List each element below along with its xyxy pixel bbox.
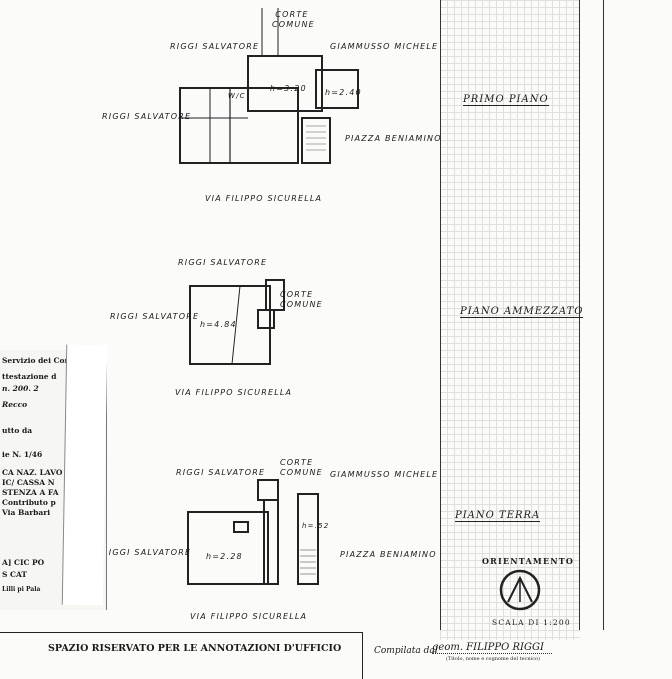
doc-line: IC/ CASSA N	[2, 478, 55, 487]
technician-name: geom. FILIPPO RIGGI	[432, 642, 552, 654]
doc-line: Via Barbari	[2, 508, 51, 517]
doc-line: S CAT	[2, 570, 27, 579]
label-riggi-bot-left: RIGGI SALVATORE	[102, 548, 192, 557]
floor-title-primo: PRIMO PIANO	[463, 94, 549, 106]
label-via2: VIA FILIPPO SICURELLA	[175, 388, 293, 397]
plan-piano-terra	[187, 479, 319, 585]
label-riggi-top: RIGGI SALVATORE	[170, 42, 260, 51]
label-piazza2: PIAZZA BENIAMINO	[340, 550, 437, 559]
doc-line: Lilli pi Pala	[2, 586, 41, 593]
label-riggi-left1: RIGGI SALVATORE	[102, 112, 192, 121]
label-piazza1: PIAZZA BENIAMINO	[345, 134, 442, 143]
scale-label: SCALA DI 1:200	[492, 618, 571, 627]
doc-line: utto da	[2, 426, 33, 435]
compass-icon	[499, 569, 541, 611]
floor-title-ammezzato: PIANO AMMEZZATO	[460, 306, 584, 318]
doc-line: CA NAZ. LAVO	[2, 468, 63, 477]
doc-line: n. 200. 2	[2, 384, 39, 393]
divider-line	[440, 0, 441, 630]
label-corte-comune-top: CORTE COMUNE	[272, 10, 315, 29]
plan-primo-piano	[179, 8, 359, 164]
label-h320: h=3.20	[270, 84, 307, 93]
label-riggi-mid-left: RIGGI SALVATORE	[110, 312, 200, 321]
divider-line	[579, 0, 580, 630]
label-corte-comune-mid: CORTE COMUNE	[280, 290, 323, 309]
footer: SPAZIO RISERVATO PER LE ANNOTAZIONI D'UF…	[0, 632, 672, 679]
technician-caption: (Titolo, nome e cognome del tecnico)	[446, 656, 540, 662]
doc-line: Servizio dei Con	[2, 356, 70, 365]
label-h240: h=2.40	[325, 88, 362, 97]
label-h52: h=.52	[302, 522, 330, 530]
doc-line: STENZA A FA	[2, 488, 59, 497]
label-h484: h=4.84	[200, 320, 237, 329]
label-giammusso-top: GIAMMUSSO MICHELE	[330, 42, 439, 51]
label-riggi-bot-top: RIGGI SALVATORE	[176, 468, 266, 477]
label-via1: VIA FILIPPO SICURELLA	[205, 194, 323, 203]
office-annotation-box: SPAZIO RISERVATO PER LE ANNOTAZIONI D'UF…	[0, 632, 363, 679]
compilata-label: Compilata dal	[374, 646, 438, 656]
floor-title-terra: PIANO TERRA	[455, 510, 541, 522]
label-via3: VIA FILIPPO SICURELLA	[190, 612, 308, 621]
plan-piano-ammezzato	[189, 279, 285, 365]
label-wc: W/C	[228, 92, 246, 100]
doc-line: Contributo p	[2, 498, 56, 507]
orientation-title: ORIENTAMENTO	[482, 556, 575, 566]
doc-line: ttestazione d	[2, 372, 57, 381]
doc-line: A] CIC PO	[2, 558, 45, 567]
divider-line	[603, 0, 604, 630]
label-riggi-mid-top: RIGGI SALVATORE	[178, 258, 268, 267]
office-annotation-title: SPAZIO RISERVATO PER LE ANNOTAZIONI D'UF…	[48, 643, 342, 654]
label-h228: h=2.28	[206, 552, 243, 561]
label-corte-comune-bot: CORTE COMUNE	[280, 458, 323, 477]
doc-line: Recco	[2, 400, 28, 409]
orientation-block: ORIENTAMENTO SCALA DI 1:200	[470, 552, 573, 632]
doc-line: ie N. 1/46	[2, 450, 43, 459]
grid-paper	[440, 0, 580, 640]
label-giammusso-bot: GIAMMUSSO MICHELE	[330, 470, 439, 479]
overlay-slip	[61, 344, 108, 606]
